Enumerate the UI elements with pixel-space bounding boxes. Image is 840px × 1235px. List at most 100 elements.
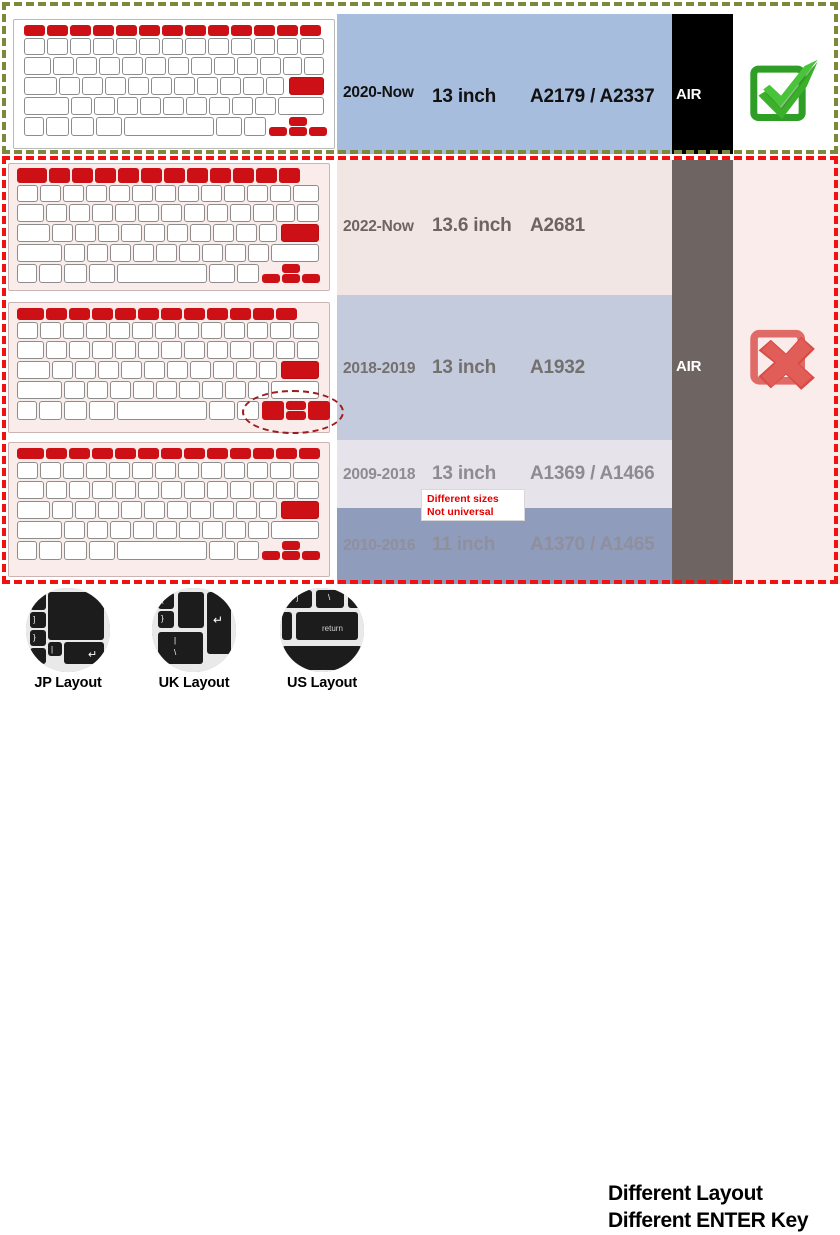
key [75,501,96,519]
key-fn [184,308,205,320]
key-space [124,117,214,136]
key [46,204,67,222]
key-fn [208,25,229,36]
key-fn [230,448,251,459]
key-option [71,117,94,136]
key-tab [17,204,44,222]
key [63,185,84,202]
key [155,462,176,479]
key-fn [70,25,91,36]
key [144,361,165,379]
key-command-right [209,264,235,283]
key-fn [116,25,137,36]
key [297,341,319,359]
key [174,77,195,95]
key-fn-modifier [17,541,37,560]
air-column [672,160,733,295]
key [133,521,154,539]
key [202,244,223,262]
key [116,38,137,55]
key [128,77,149,95]
key [82,77,103,95]
key [179,244,200,262]
key-fn [115,448,136,459]
key [92,204,113,222]
key [190,224,211,242]
key [276,204,295,222]
cell-size: 11 inch [432,534,496,555]
key-fn [69,448,90,459]
key [277,38,298,55]
key [259,501,277,519]
row-color-panel [337,160,672,295]
key [213,224,234,242]
key-fn [164,168,185,183]
key-fn [69,308,90,320]
key-option-right [237,401,259,420]
key [231,38,252,55]
key-command-left [96,117,122,136]
cell-size: 13.6 inch [432,215,512,236]
key [69,481,90,499]
air-column [672,440,733,508]
key-space [117,401,207,420]
key [144,224,165,242]
key [201,322,222,339]
key [133,244,154,262]
key [63,462,84,479]
cell-years: 2010-2016 [343,537,416,554]
key-control [39,541,62,560]
key [259,224,277,242]
key [115,204,136,222]
key [237,57,258,75]
key-fn [161,448,182,459]
slogan-line-1: Different Layout [608,1182,763,1205]
key [140,97,161,115]
key [207,204,228,222]
key [110,244,131,262]
key [86,462,107,479]
cell-model: A2179 / A2337 [530,86,655,107]
key-shift-left [17,381,62,399]
slogan-line-2: Different ENTER Key [608,1209,809,1233]
key [224,185,245,202]
key-fn [276,308,297,320]
key [178,462,199,479]
cell-years: 2009-2018 [343,466,416,483]
key [243,77,264,95]
key-fn [256,168,277,183]
key [297,481,319,499]
key-tab [24,57,51,75]
key [191,57,212,75]
key [98,501,119,519]
key-fn [276,448,297,459]
key [46,481,67,499]
key [59,77,80,95]
key [69,204,90,222]
legend-item-jp: [ ] } _ | ↵ JP Layout [12,588,124,691]
key [87,244,108,262]
key [168,57,189,75]
key [156,244,177,262]
key-shift-left [24,97,69,115]
key [184,341,205,359]
chart-row-a2681: 2022-Now 13.6 inch A2681 [0,160,840,295]
key [225,244,246,262]
key-fn [187,168,208,183]
key-arrow-right [308,401,330,420]
key-capslock [17,501,50,519]
key-fn [233,168,254,183]
key [17,462,38,479]
row-color-panel [337,295,672,440]
key-fn [279,168,300,183]
different-sizes-callout: Different sizes Not universal [421,489,525,521]
cell-model: A2681 [530,215,585,236]
key-command-left [89,264,115,283]
key-control [46,117,69,136]
key [247,185,268,202]
green-check-icon [745,52,825,130]
key [236,224,257,242]
key-shift-right [271,521,319,539]
return-keycap-label: return [322,624,343,633]
